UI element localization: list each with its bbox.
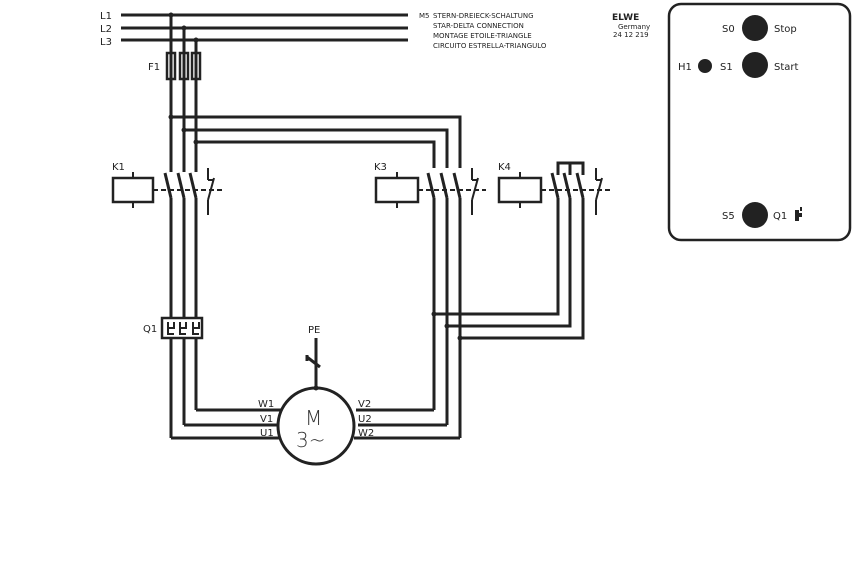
start-label: Start (774, 62, 799, 73)
reset-button[interactable] (742, 202, 768, 228)
overload-q1: Q1 (143, 316, 204, 340)
label-pe: PE (308, 325, 320, 336)
reset-icon (795, 207, 802, 221)
terminal-u2: U2 (358, 414, 372, 425)
terminal-w2: W2 (358, 428, 374, 439)
contactor-k3: K3 (374, 162, 486, 215)
title-block: M5 STERN-DREIECK-SCHALTUNG STAR-DELTA CO… (419, 12, 650, 50)
title-code: M5 (419, 12, 430, 20)
h1-label: H1 (678, 62, 692, 73)
control-panel: S0 Stop H1 S1 Start S5 Q1 (667, 2, 852, 242)
contactor-k1: K1 (111, 162, 222, 215)
label-k3: K3 (374, 162, 387, 173)
start-button[interactable] (742, 52, 768, 78)
title-fr: MONTAGE ETOILE-TRIANGLE (433, 32, 532, 40)
contactor-k4: K4 (497, 161, 612, 215)
stop-label: Stop (774, 24, 797, 35)
motor-symbol: M (305, 406, 322, 430)
label-l1: L1 (100, 11, 112, 22)
label-l3: L3 (100, 37, 112, 48)
title-de: STERN-DREIECK-SCHALTUNG (433, 12, 534, 20)
title-en: STAR-DELTA CONNECTION (433, 22, 524, 30)
label-f1: F1 (148, 62, 160, 73)
supply-lines: L1 L2 L3 (100, 11, 408, 48)
terminal-v1: V1 (260, 414, 273, 425)
s0-label: S0 (722, 24, 735, 35)
motor: M 3~ W1 V1 U1 V2 U2 W2 (258, 385, 374, 466)
label-k4: K4 (498, 162, 511, 173)
indicator-lamp (698, 59, 712, 73)
terminal-v2: V2 (358, 399, 371, 410)
s5-label: S5 (722, 211, 735, 222)
earth-pe: PE (305, 325, 321, 388)
q1-reset-label: Q1 (773, 211, 787, 222)
s1-label: S1 (720, 62, 733, 73)
stop-button[interactable] (742, 15, 768, 41)
terminal-w1: W1 (258, 399, 274, 410)
terminal-u1: U1 (260, 428, 274, 439)
title-es: CIRCUITO ESTRELLA-TRIANGULO (433, 42, 547, 50)
fuse-f1: F1 (148, 15, 202, 81)
brand-logo: ELWE (612, 13, 639, 23)
label-k1: K1 (112, 162, 125, 173)
brand-country: Germany (618, 23, 650, 31)
motor-phase: 3~ (296, 428, 325, 452)
label-l2: L2 (100, 24, 112, 35)
label-q1: Q1 (143, 324, 157, 335)
brand-part-number: 24 12 219 (613, 31, 649, 39)
